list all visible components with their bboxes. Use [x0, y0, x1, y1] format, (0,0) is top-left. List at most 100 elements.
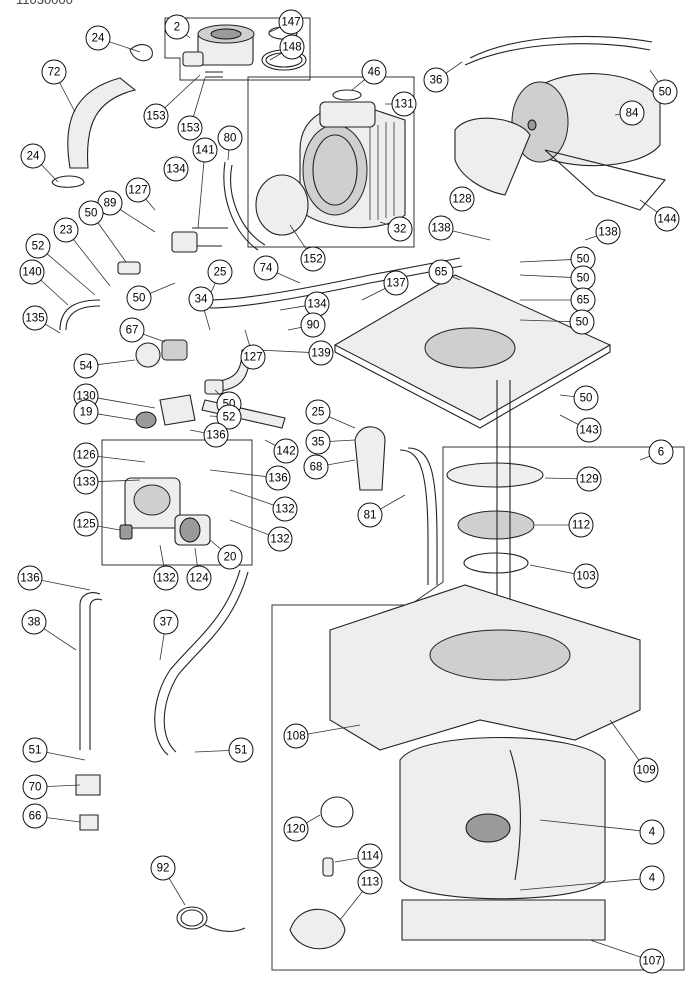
callout-circle — [305, 429, 331, 455]
callout-label: 148 — [282, 42, 301, 54]
callout-136: 136 — [203, 422, 229, 448]
callout-circle — [383, 270, 409, 296]
leader-line — [351, 79, 365, 91]
callout-circle — [216, 404, 242, 430]
callout-label: 139 — [311, 348, 330, 360]
callout-label: 92 — [157, 863, 170, 875]
tank-part — [289, 584, 641, 950]
callout-label: 89 — [104, 198, 117, 210]
callout-circle — [308, 340, 334, 366]
callout-152: 152 — [300, 246, 326, 272]
leader-line — [97, 413, 136, 421]
callout-label: 74 — [260, 263, 273, 275]
leader-line — [589, 939, 641, 958]
leader-line — [452, 230, 491, 241]
leader-line — [269, 52, 282, 61]
leader-line — [214, 389, 221, 396]
callout-label: 153 — [146, 111, 165, 123]
callout-label: 143 — [579, 425, 598, 437]
callout-label: 24 — [92, 33, 105, 45]
leader-line — [519, 319, 571, 323]
callout-108: 108 — [283, 723, 309, 749]
callout-label: 129 — [579, 474, 598, 486]
callout-50: 50 — [570, 265, 596, 291]
callout-38: 38 — [21, 609, 47, 635]
callout-129: 129 — [576, 466, 602, 492]
hose-72 — [51, 44, 153, 188]
callout-51: 51 — [228, 737, 254, 763]
callout-circle — [303, 454, 329, 480]
callout-circle — [361, 59, 387, 85]
callout-label: 50 — [133, 293, 146, 305]
burner-assembly-frame — [164, 17, 311, 81]
callout-circle — [192, 137, 218, 163]
leader-line — [559, 394, 575, 398]
callout-label: 134 — [166, 164, 186, 176]
callout-label: 120 — [286, 824, 305, 836]
leader-line — [269, 26, 281, 33]
leader-lines — [40, 26, 659, 958]
callout-circle — [576, 466, 602, 492]
callout-label: 112 — [572, 520, 590, 532]
callout-67: 67 — [119, 317, 145, 343]
pump-assembly-frame — [101, 439, 253, 566]
callout-circle — [428, 215, 454, 241]
valve-cluster — [135, 339, 224, 429]
callout-circle — [177, 115, 203, 141]
callout-label: 50 — [576, 317, 589, 329]
callout-label: 65 — [435, 267, 448, 279]
callout-127: 127 — [240, 344, 266, 370]
leader-line — [197, 161, 205, 229]
callout-141: 141 — [192, 137, 218, 163]
leader-line — [306, 814, 321, 824]
callout-113: 113 — [357, 869, 383, 895]
callout-circle — [639, 948, 665, 974]
callout-label: 84 — [626, 108, 639, 120]
callout-80: 80 — [217, 125, 243, 151]
callout-label: 51 — [235, 745, 248, 757]
callout-2: 2 — [164, 14, 190, 40]
leader-line — [451, 276, 461, 281]
callout-133: 133 — [73, 469, 99, 495]
callout-label: 130 — [76, 391, 95, 403]
callout-circle — [73, 399, 99, 425]
leader-line — [584, 235, 597, 241]
tank-assembly-frame — [271, 446, 685, 971]
callout-label: 4 — [649, 873, 656, 885]
leader-line — [544, 477, 578, 480]
callout-circle — [22, 737, 48, 763]
callout-90: 90 — [300, 312, 326, 338]
callout-circle — [595, 219, 621, 245]
callout-label: 37 — [160, 617, 173, 629]
callout-label: 25 — [214, 267, 227, 279]
callout-label: 133 — [76, 477, 95, 489]
callout-circle — [283, 723, 309, 749]
callout-label: 50 — [580, 393, 593, 405]
callout-circle — [573, 385, 599, 411]
callout-label: 80 — [224, 133, 237, 145]
callout-circle — [639, 819, 665, 845]
leader-line — [257, 349, 310, 353]
leader-line — [73, 239, 111, 287]
callout-4: 4 — [639, 819, 665, 845]
callout-label: 147 — [281, 17, 300, 29]
callout-circle — [648, 439, 674, 465]
callout-132: 132 — [267, 526, 293, 552]
leader-line — [539, 819, 641, 832]
leader-line — [334, 857, 359, 863]
callout-circle — [423, 67, 449, 93]
callout-32: 32 — [387, 216, 413, 242]
callout-label: 114 — [361, 851, 380, 863]
callout-label: 50 — [85, 208, 98, 220]
callout-label: 152 — [303, 254, 322, 266]
callout-124: 124 — [186, 565, 212, 591]
callout-label: 142 — [276, 446, 295, 458]
callout-143: 143 — [576, 417, 602, 443]
callout-label: 36 — [430, 75, 443, 87]
callout-circle — [568, 512, 594, 538]
callout-label: 6 — [658, 447, 664, 459]
callout-circle — [391, 91, 417, 117]
leader-line — [97, 456, 146, 463]
